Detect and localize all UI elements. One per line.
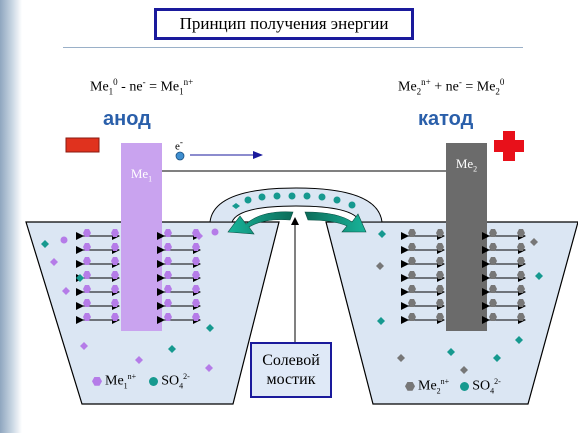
metal-ion-icon: [517, 299, 525, 307]
metal-ion-icon: [436, 313, 444, 321]
side-gradient: [0, 0, 22, 433]
metal-ion-icon: [111, 313, 119, 321]
metal-ion-icon: [83, 271, 91, 279]
metal-ion-icon: [489, 285, 497, 293]
metal-ion-icon: [408, 257, 416, 265]
metal-ion-icon: [489, 313, 497, 321]
metal-ion-icon: [408, 285, 416, 293]
metal-ion-icon: [436, 257, 444, 265]
metal-ion-icon: [408, 299, 416, 307]
sulfate-label-right: SO42-: [472, 377, 501, 396]
metal-ion-icon: [192, 285, 200, 293]
anode-ion-label: Me1n+: [105, 372, 137, 391]
metal-ion-icon: [83, 313, 91, 321]
cathode-equation: Me2n+ + ne- = Me20: [398, 77, 505, 97]
metal-ion-icon: [436, 285, 444, 293]
cathode-ion-swatch: [405, 381, 415, 391]
salt-bridge-line1: Солевой: [262, 352, 320, 369]
metal-ion-icon: [83, 257, 91, 265]
title-rule: [63, 47, 523, 48]
metal-ion-icon: [408, 313, 416, 321]
sulfate-swatch-left: [149, 376, 159, 386]
cathode-electrode-label: Me2: [455, 156, 478, 174]
metal-ion-icon: [111, 229, 119, 237]
metal-ion-icon: [83, 299, 91, 307]
salt-bridge-label: Солевой мостик: [250, 342, 332, 398]
metal-ion-icon: [436, 229, 444, 237]
salt-bridge-tube: [209, 187, 383, 223]
metal-ion-icon: [517, 285, 525, 293]
metal-ion-icon: [436, 271, 444, 279]
metal-ion-icon: [111, 257, 119, 265]
metal-ion-icon: [408, 229, 416, 237]
electron-icon: [175, 151, 185, 161]
salt-bridge-ions: [232, 192, 356, 209]
cathode-electrode: [446, 143, 487, 331]
metal-ion-icon: [408, 271, 416, 279]
cathode-label: катод: [418, 108, 474, 130]
anode-equation: Me10 - ne- = Me1n+: [90, 77, 194, 97]
metal-ion-icon: [83, 229, 91, 237]
cathode-solution-ions: [376, 230, 543, 374]
metal-ion-icon: [164, 299, 172, 307]
metal-ion-icon: [408, 243, 416, 251]
cathode-ion-exchange: [401, 229, 526, 324]
page-title: Принцип получения энергии: [154, 8, 414, 40]
anode-ion-swatch: [92, 376, 102, 386]
salt-bridge-line2: мостик: [266, 371, 316, 388]
metal-ion-icon: [192, 243, 200, 251]
metal-ion-icon: [517, 243, 525, 251]
metal-ion-icon: [111, 285, 119, 293]
metal-ion-icon: [164, 271, 172, 279]
metal-ion-icon: [83, 285, 91, 293]
metal-ion-icon: [192, 313, 200, 321]
metal-ion-icon: [164, 313, 172, 321]
plus-sign-icon: [494, 131, 524, 161]
metal-ion-icon: [489, 299, 497, 307]
anode-electrode-label: Me1: [130, 166, 153, 184]
metal-ion-icon: [436, 243, 444, 251]
metal-ion-icon: [517, 271, 525, 279]
metal-ion-icon: [192, 257, 200, 265]
ion-flow-arrow-left: [227, 211, 294, 235]
anode-electrode: [121, 143, 162, 331]
metal-ion-icon: [517, 229, 525, 237]
metal-ion-icon: [517, 313, 525, 321]
metal-ion-icon: [192, 299, 200, 307]
metal-ion-icon: [489, 229, 497, 237]
metal-ion-icon: [489, 257, 497, 265]
metal-ion-icon: [111, 271, 119, 279]
metal-ion-icon: [436, 299, 444, 307]
ion-flow-arrow-right: [304, 211, 367, 233]
anode-legend: Me1n+ SO42-: [92, 372, 190, 390]
electron-label: e-: [175, 137, 183, 153]
metal-ion-icon: [489, 243, 497, 251]
metal-ion-icon: [83, 243, 91, 251]
minus-sign-icon: [65, 137, 100, 153]
metal-ion-icon: [164, 285, 172, 293]
metal-ion-icon: [192, 271, 200, 279]
anode-label: анод: [103, 108, 151, 130]
metal-ion-icon: [111, 299, 119, 307]
metal-ion-icon: [517, 257, 525, 265]
cathode-legend: Me2n+ SO42-: [405, 377, 501, 395]
metal-ion-icon: [164, 243, 172, 251]
metal-ion-icon: [489, 271, 497, 279]
cathode-ion-label: Me2n+: [418, 377, 450, 396]
anode-solution-ions: [41, 228, 219, 372]
metal-ion-icon: [164, 257, 172, 265]
metal-ion-icon: [111, 243, 119, 251]
sulfate-label-left: SO42-: [161, 372, 190, 391]
sulfate-swatch-right: [460, 381, 470, 391]
metal-ion-icon: [164, 229, 172, 237]
